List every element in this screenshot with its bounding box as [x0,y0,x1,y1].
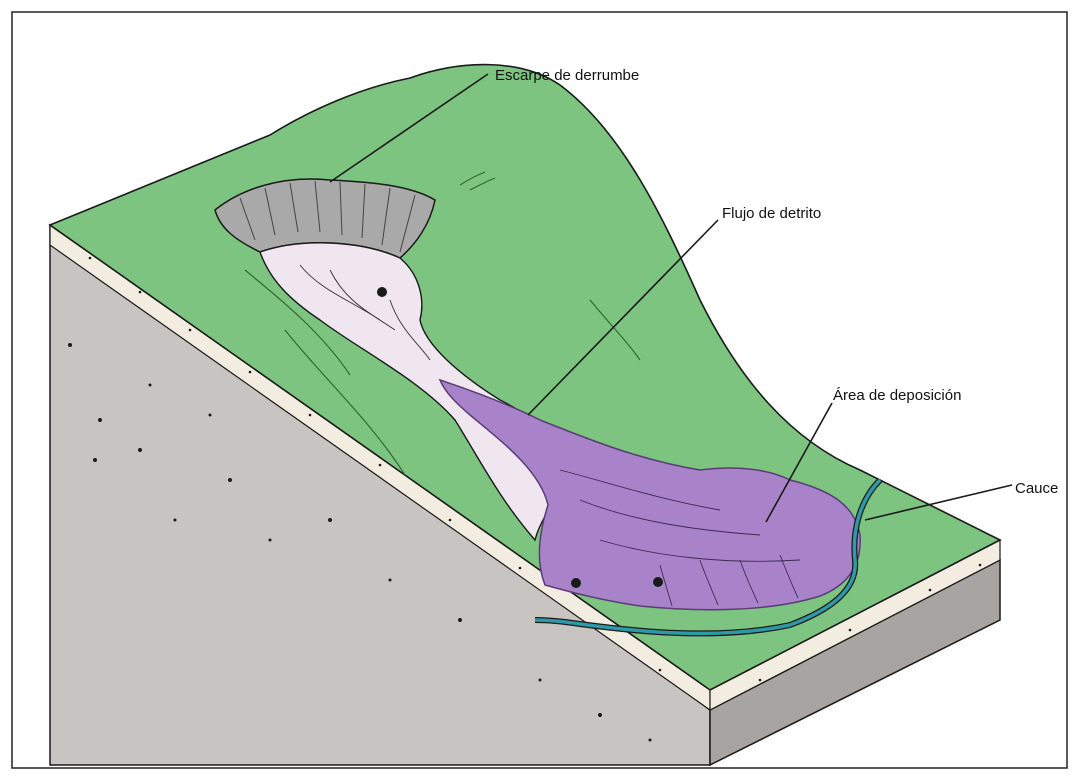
boulder-deposit-right [653,577,663,587]
label-cauce: Cauce [1015,480,1058,497]
boulder-deposit-left [571,578,581,588]
label-area: Área de deposición [833,387,961,404]
label-escarpe: Escarpe de derrumbe [495,67,639,84]
label-flujo: Flujo de detrito [722,205,821,222]
boulder-upper [377,287,387,297]
